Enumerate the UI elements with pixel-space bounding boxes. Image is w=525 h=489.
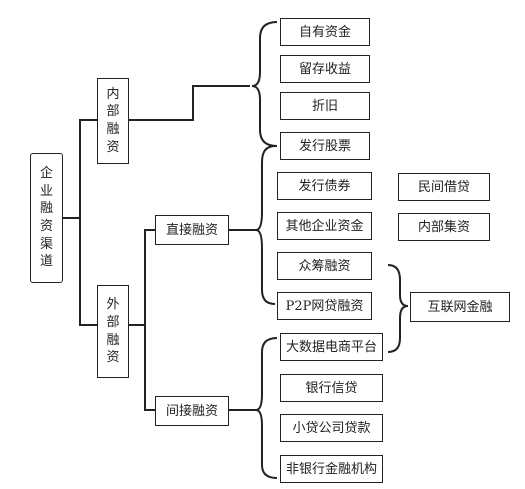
internal-item-label: 发行股票 [298, 138, 351, 154]
indirect-item-big-data-ecommerce: 大数据电商平台 [280, 333, 383, 361]
vertical-label-char: 融 [39, 201, 53, 217]
internet-finance-label: 互联网金融 [427, 299, 493, 315]
direct-item-label: 其他企业资金 [285, 218, 364, 234]
direct-item-issue-bonds: 发行债券 [277, 172, 372, 200]
indirect-bracket [255, 337, 278, 479]
root-to-branches-connector [62, 119, 97, 326]
vertical-label-char: 融 [106, 122, 120, 137]
side-item-label: 内部集资 [417, 219, 470, 235]
vertical-label-char: 融 [106, 332, 120, 348]
external-to-sub-connector [128, 229, 155, 411]
vertical-label-char: 外 [106, 297, 120, 313]
internal-item-depreciation: 折旧 [280, 92, 370, 120]
root-label: 企业融资渠道 [40, 165, 53, 270]
direct-bracket [255, 145, 276, 305]
direct-item-p2p-lending: P2P网贷融资 [277, 292, 372, 320]
external-financing-node: 外部融资 [97, 285, 129, 378]
internal-item-label: 自有资金 [298, 24, 351, 40]
internet-finance-bracket [387, 264, 409, 353]
direct-item-other-enterprise-funds: 其他企业资金 [277, 212, 372, 240]
internal-item-issue-stock: 发行股票 [280, 132, 370, 160]
indirect-item-label: 小贷公司贷款 [292, 420, 371, 436]
external-financing-label: 外部融资 [106, 296, 119, 366]
internal-to-bracket-connector [128, 85, 250, 121]
direct-financing-node: 直接融资 [155, 215, 229, 245]
vertical-label-char: 业 [39, 183, 53, 199]
internal-item-label: 留存收益 [298, 61, 351, 77]
indirect-item-non-bank-institutions: 非银行金融机构 [280, 455, 383, 483]
internet-finance-node: 互联网金融 [410, 292, 510, 322]
side-item-internal-fundraising: 内部集资 [398, 213, 490, 241]
indirect-item-bank-credit: 银行信贷 [280, 374, 383, 402]
internal-item-label: 折旧 [311, 98, 338, 114]
vertical-label-char: 资 [106, 139, 120, 155]
direct-item-crowdfunding: 众筹融资 [277, 252, 372, 280]
vertical-label-char: 部 [106, 314, 120, 330]
internal-financing-node: 内部融资 [97, 78, 129, 164]
direct-financing-label: 直接融资 [165, 222, 218, 238]
root-node: 企业融资渠道 [30, 153, 63, 283]
side-item-private-lending: 民间借贷 [398, 173, 490, 201]
indirect-item-microloan-company: 小贷公司贷款 [280, 414, 383, 442]
vertical-label-char: 资 [39, 219, 53, 234]
vertical-label-char: 部 [106, 104, 120, 120]
direct-item-label: 众筹融资 [298, 258, 351, 274]
vertical-label-char: 道 [39, 254, 53, 270]
internal-bracket [251, 21, 278, 147]
indirect-item-label: 银行信贷 [305, 380, 358, 396]
indirect-financing-node: 间接融资 [155, 396, 229, 426]
direct-item-label: 发行债券 [298, 178, 351, 194]
vertical-label-char: 资 [106, 350, 120, 366]
vertical-label-char: 企 [39, 166, 53, 182]
internal-item-retained-earnings: 留存收益 [280, 55, 370, 83]
vertical-label-char: 渠 [39, 236, 53, 252]
indirect-item-label: 非银行金融机构 [285, 461, 377, 477]
side-item-label: 民间借贷 [417, 179, 470, 195]
internal-financing-label: 内部融资 [106, 86, 119, 156]
internal-item-own-funds: 自有资金 [280, 18, 370, 46]
indirect-item-label: 大数据电商平台 [285, 339, 377, 355]
direct-item-label: P2P网贷融资 [285, 298, 364, 314]
vertical-label-char: 内 [106, 86, 120, 102]
indirect-financing-label: 间接融资 [165, 403, 218, 419]
